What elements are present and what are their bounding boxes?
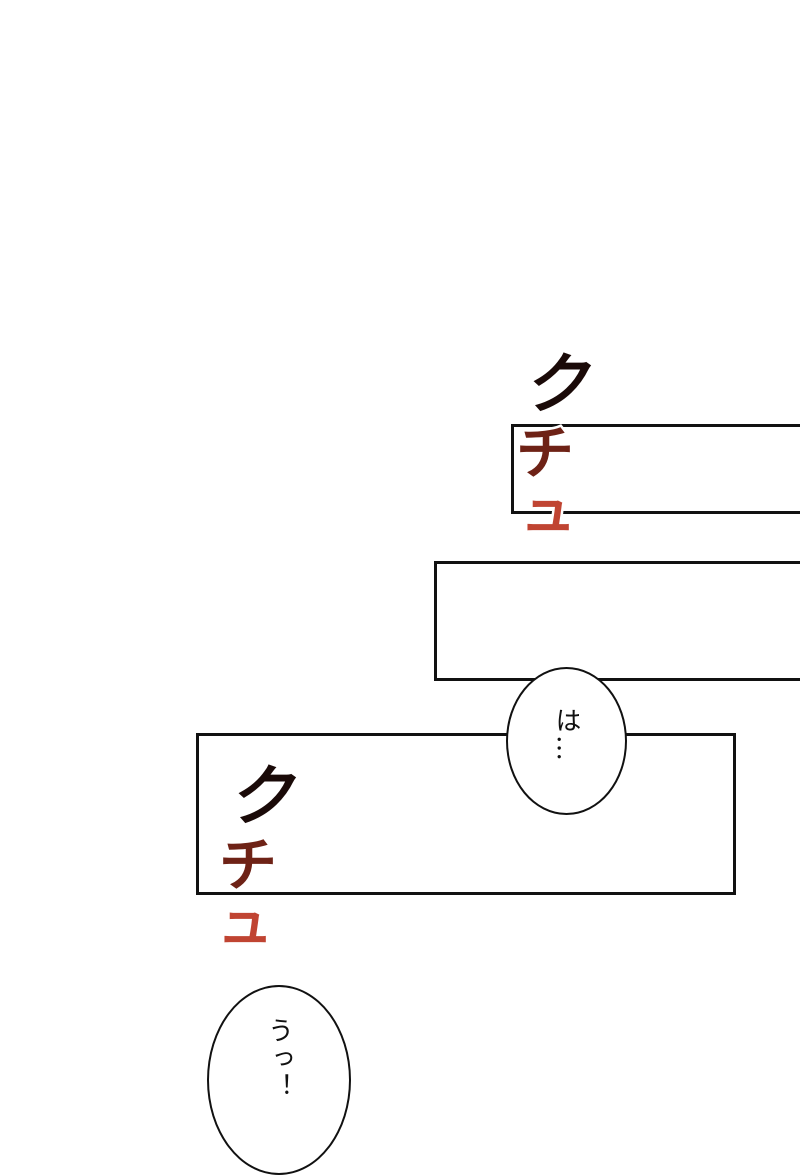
- speech-bubble-2: うっ！: [207, 985, 351, 1175]
- sfx-char-chi: チ: [217, 831, 280, 899]
- comic-panel-2: [434, 561, 800, 681]
- sound-effect-kuchu-1: ク チ ュ: [514, 344, 605, 544]
- comic-panel-3: [196, 733, 736, 895]
- sfx-char-ku: ク: [222, 756, 309, 838]
- speech-bubble-1: は…: [506, 667, 627, 815]
- sfx-char-ku: ク: [517, 344, 604, 426]
- speech-text-2: うっ！: [263, 1017, 294, 1101]
- sfx-char-chi: チ: [514, 419, 577, 487]
- speech-text-1: は…: [551, 707, 581, 763]
- sfx-char-yu: ュ: [215, 891, 276, 956]
- sound-effect-kuchu-2: ク チ ュ: [215, 756, 310, 955]
- comic-panel-1: [511, 424, 800, 514]
- sfx-char-yu: ュ: [518, 479, 579, 544]
